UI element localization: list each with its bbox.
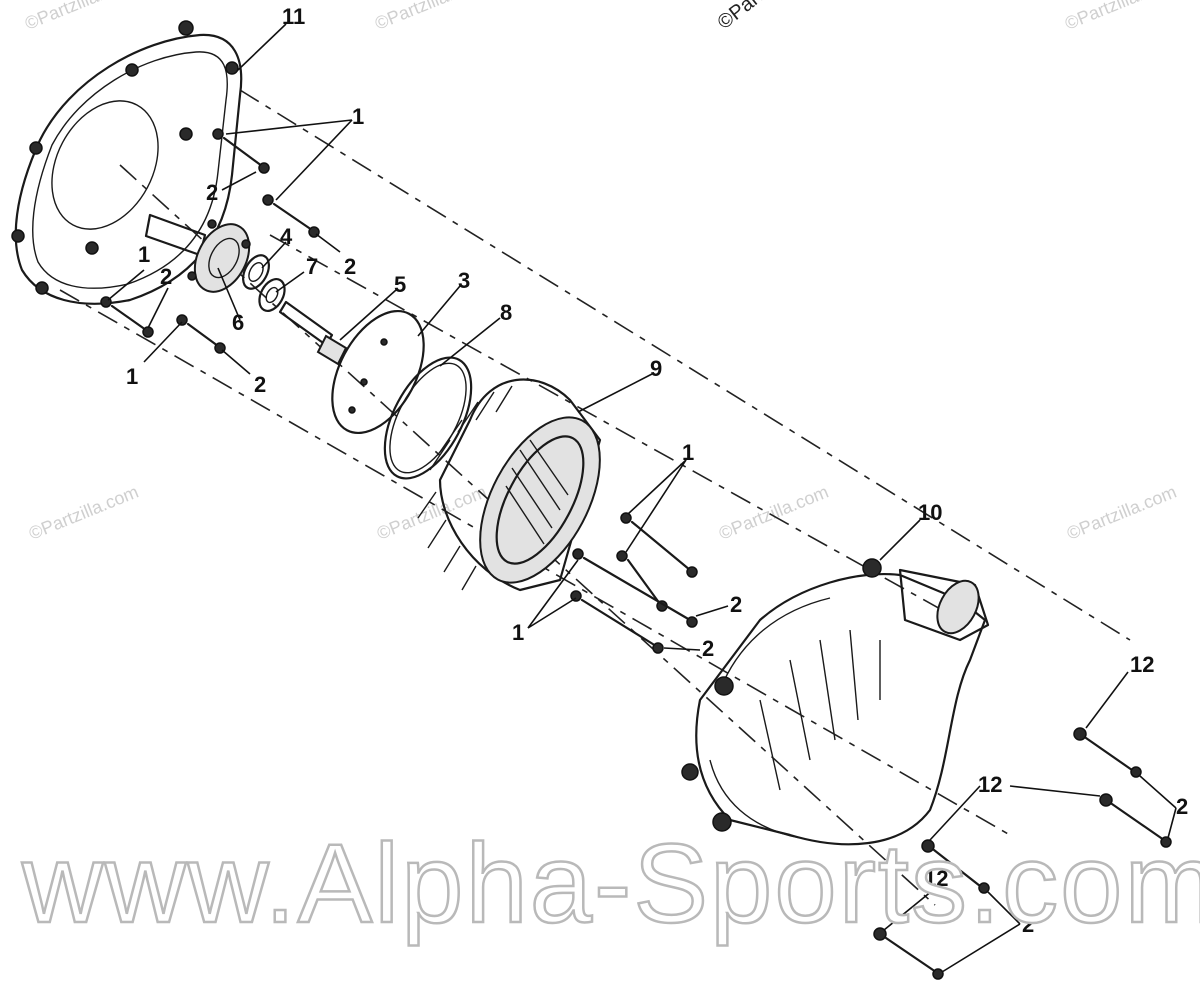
callout-5: 5 <box>394 272 406 297</box>
callout-1: 1 <box>682 440 694 465</box>
callout-labels: 11 1 2 2 4 7 1 2 6 1 2 5 3 8 9 1 1 2 2 1… <box>126 4 1188 937</box>
callout-6: 6 <box>232 310 244 335</box>
callout-9: 9 <box>650 356 662 381</box>
callout-2: 2 <box>1022 912 1034 937</box>
watermark-text: ©Partzilla.com <box>1064 482 1179 544</box>
callout-12: 12 <box>924 866 948 891</box>
watermark-text: ©Partzilla.com <box>716 482 831 544</box>
pump-housing-part-10 <box>681 558 990 846</box>
callout-8: 8 <box>500 300 512 325</box>
callout-1: 1 <box>126 364 138 389</box>
callout-11: 11 <box>282 4 305 29</box>
callout-1: 1 <box>138 242 150 267</box>
callout-10: 10 <box>918 500 942 525</box>
washer-part-7 <box>258 278 286 312</box>
impeller-part-9 <box>417 378 602 592</box>
watermark-text: ©Partzilla.com <box>26 482 141 544</box>
watermark-text: ©Partzilla.com <box>1062 0 1177 34</box>
watermark-text-top: ©Partzilla.com <box>714 0 829 34</box>
callout-2: 2 <box>206 180 218 205</box>
watermark-text: ©Partzilla.com <box>374 482 489 544</box>
assembly-axis-lines <box>59 89 1131 906</box>
callout-2: 2 <box>160 264 172 289</box>
shaft-bolt-part-5 <box>278 300 348 366</box>
watermark-banner: www.Alpha-Sports.com <box>21 821 1200 946</box>
callout-3: 3 <box>458 268 470 293</box>
watermark-text: ©Partzilla.com <box>22 0 137 34</box>
leader-lines <box>107 23 1177 973</box>
callout-7: 7 <box>306 254 318 279</box>
callout-12: 12 <box>978 772 1002 797</box>
fastener-set <box>100 128 1172 980</box>
callout-2: 2 <box>254 372 266 397</box>
seal-ring-part-4 <box>242 254 270 290</box>
bearing-hub-part-6 <box>144 213 251 293</box>
callout-2: 2 <box>344 254 356 279</box>
callout-2: 2 <box>730 592 742 617</box>
gasket-plate-part-3 <box>331 309 425 435</box>
callout-1: 1 <box>352 104 364 129</box>
watermark-text: ©Partzilla.com <box>372 0 487 34</box>
callout-2: 2 <box>1176 794 1188 819</box>
callout-4: 4 <box>280 224 293 249</box>
callout-1: 1 <box>512 620 524 645</box>
callout-2: 2 <box>702 636 714 661</box>
callout-12: 12 <box>1130 652 1154 677</box>
back-plate-part-11 <box>11 20 243 305</box>
